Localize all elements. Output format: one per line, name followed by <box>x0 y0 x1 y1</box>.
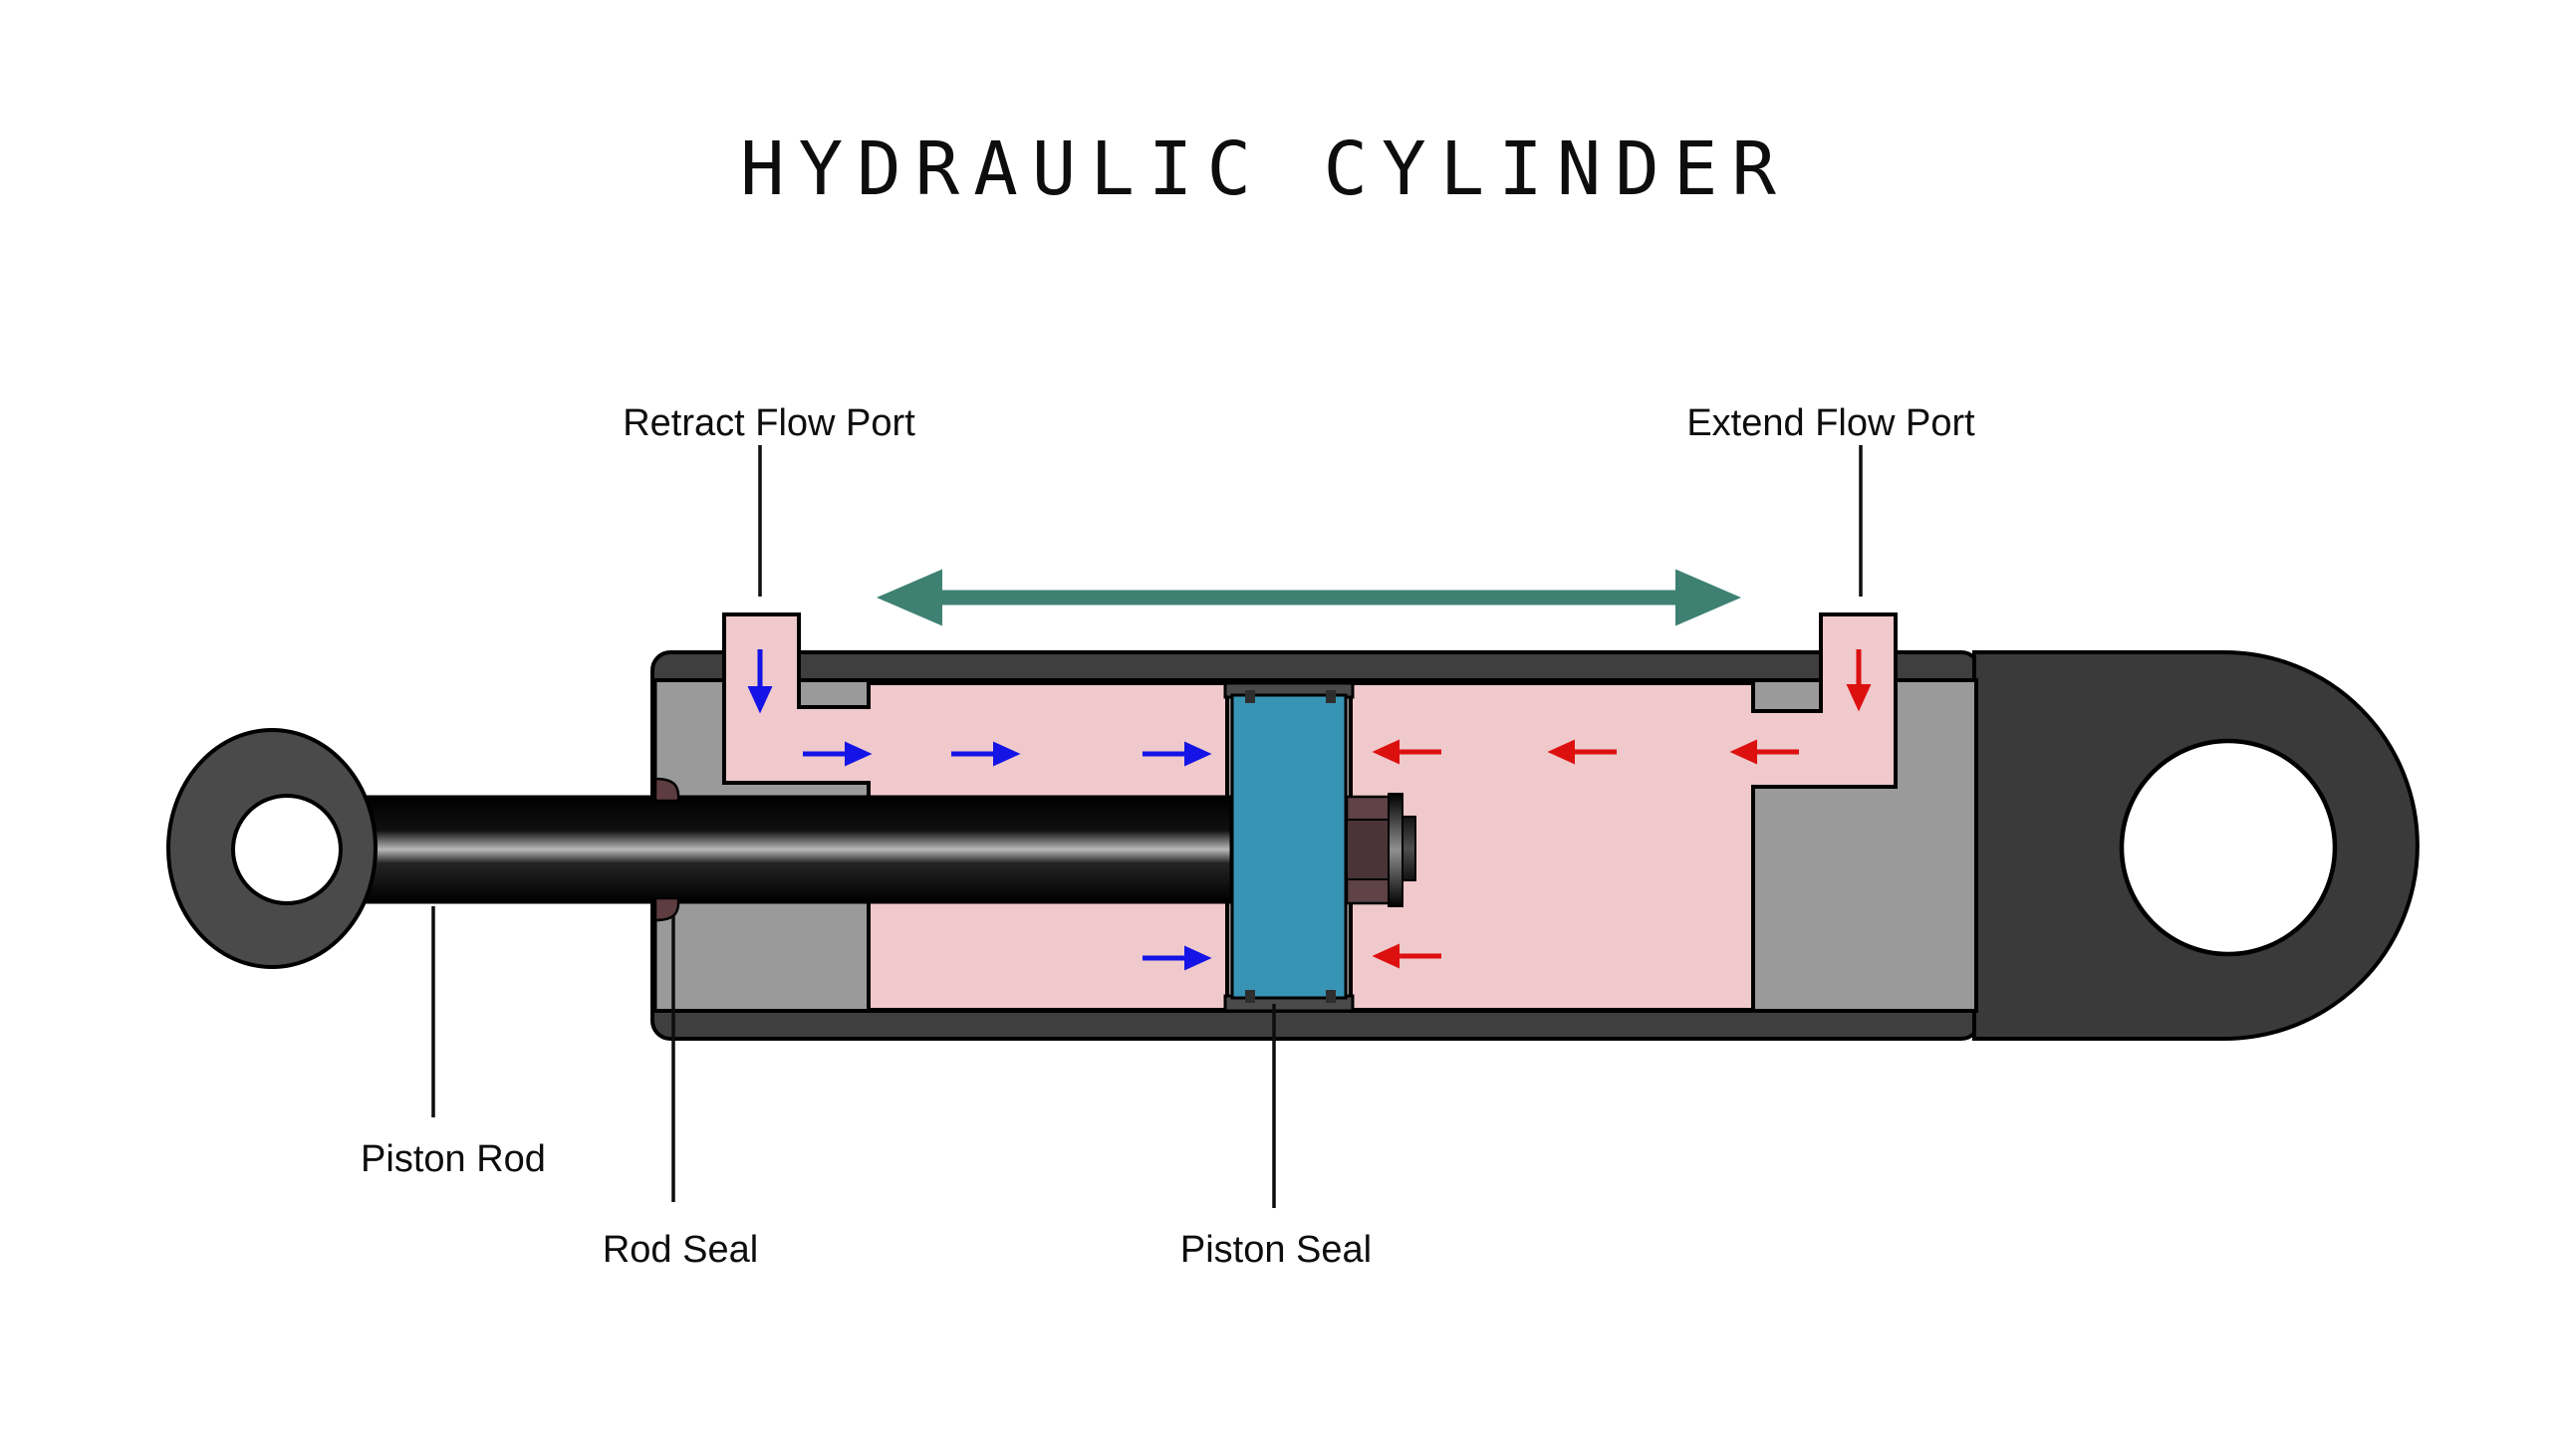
piston-nut-facet <box>1346 819 1392 880</box>
piston-rod <box>342 795 1233 904</box>
piston-pin-top-left <box>1245 690 1255 703</box>
rod-thread-stub <box>1402 816 1416 881</box>
rod-seal-label: Rod Seal <box>603 1229 758 1271</box>
rod-eye-hole <box>231 794 343 905</box>
rod-seal-lower <box>653 896 680 922</box>
piston-pin-top-right <box>1326 690 1336 703</box>
diagram-title: HYDRAULIC CYLINDER <box>740 126 1790 212</box>
piston-seal-label: Piston Seal <box>1180 1229 1372 1271</box>
piston-rod-label: Piston Rod <box>361 1138 546 1180</box>
piston-pin-bottom-left <box>1245 990 1255 1003</box>
retract-port-label: Retract Flow Port <box>623 402 915 444</box>
retract-flow-arrows <box>747 649 1212 971</box>
rod-seal-upper <box>653 777 680 803</box>
extend-flow-arrows <box>1372 649 1872 969</box>
piston-seal-body <box>1230 693 1348 1000</box>
piston-nut-washer <box>1388 793 1403 907</box>
cap-end-eye-hole <box>2119 738 2338 957</box>
piston-pin-bottom-right <box>1326 990 1336 1003</box>
extend-port-label: Extend Flow Port <box>1686 402 1975 444</box>
